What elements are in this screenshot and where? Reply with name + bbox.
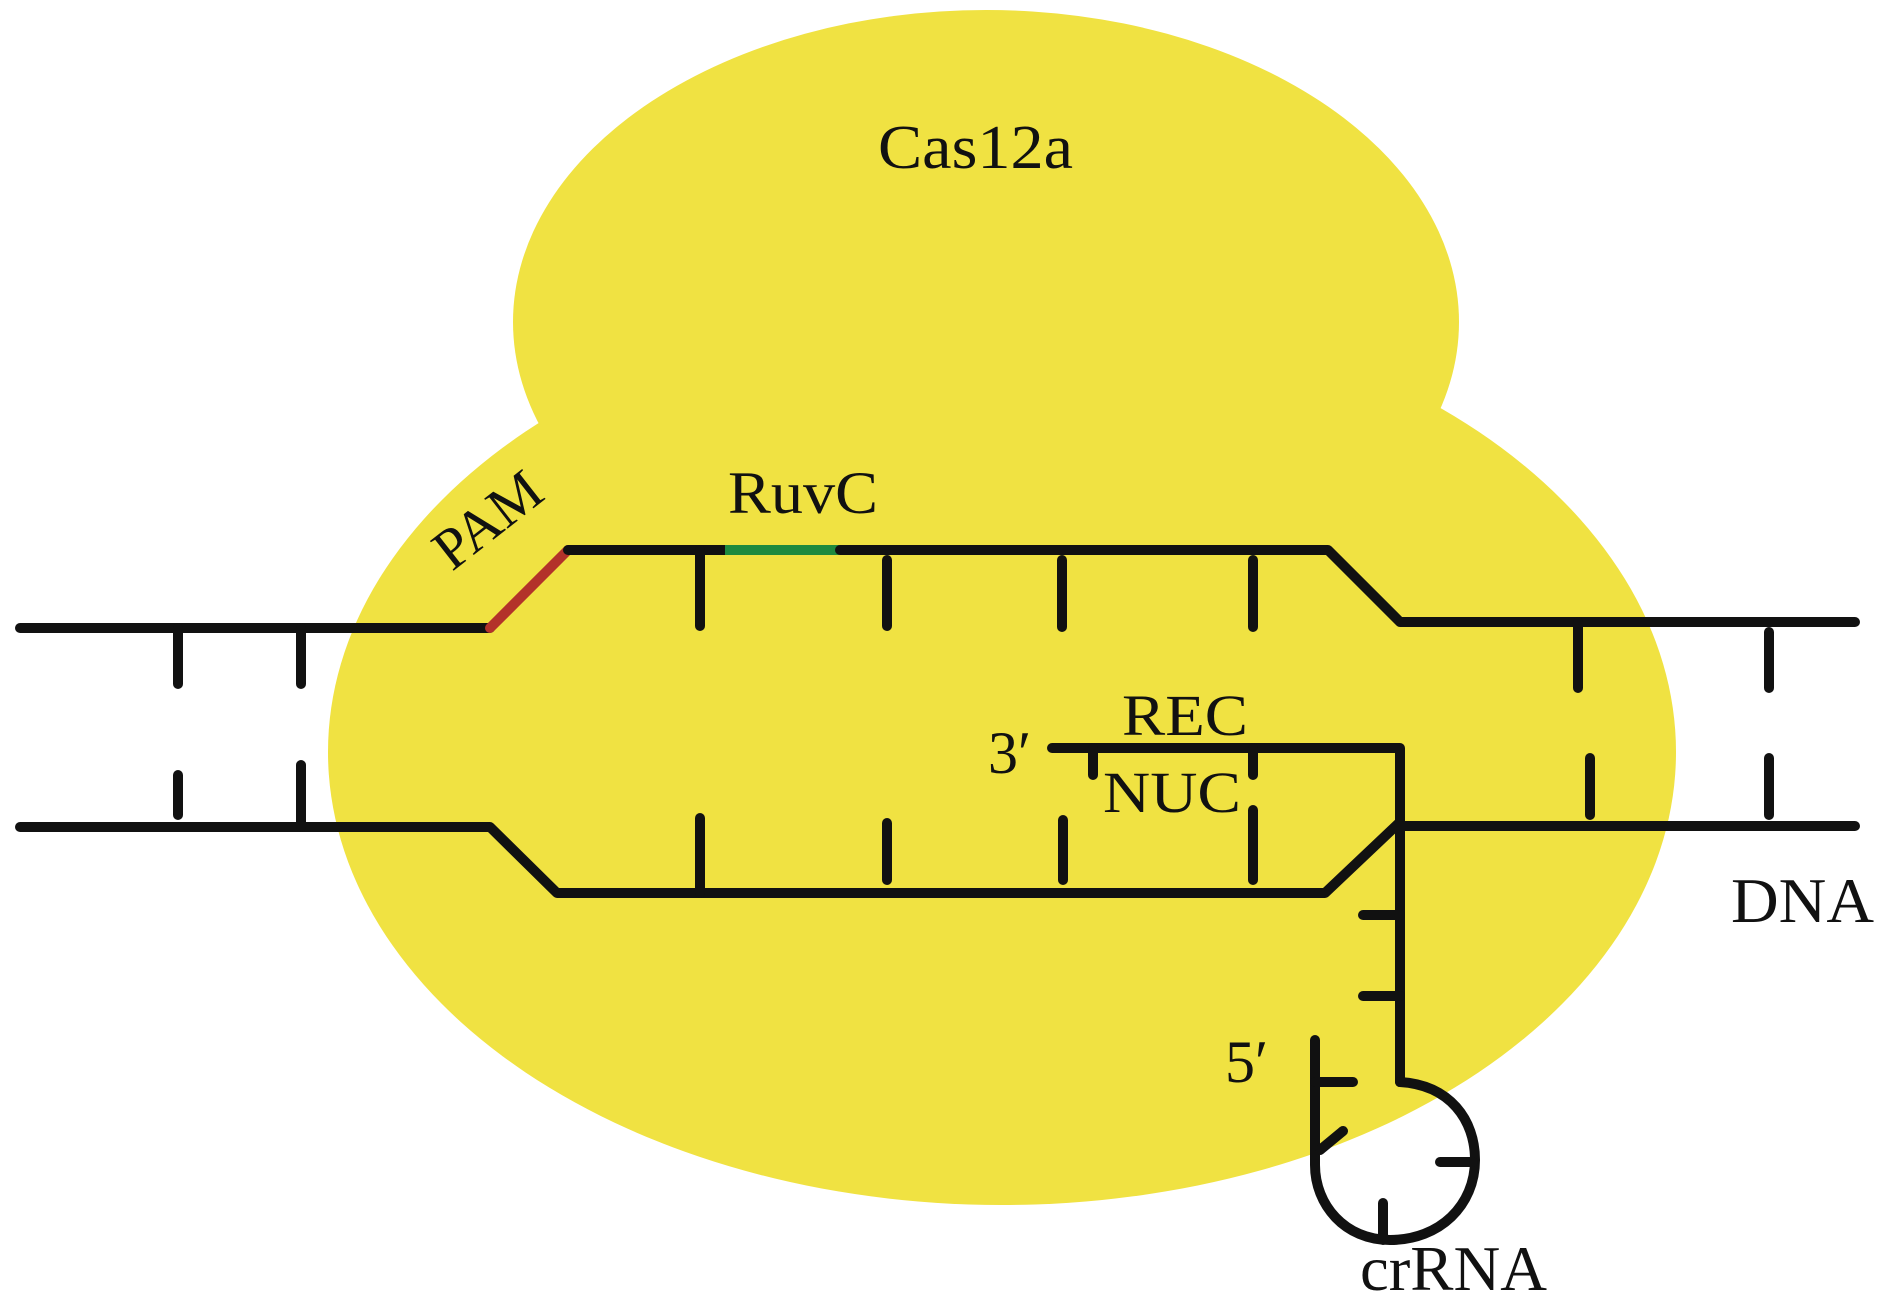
five-prime-label: 5′: [1225, 1029, 1268, 1095]
crrna-label: crRNA: [1360, 1233, 1547, 1304]
pam-segment: [485, 545, 573, 633]
crrna-spacer: [1047, 743, 1405, 1087]
nuc-label: NUC: [1103, 760, 1241, 825]
crrna-stem-loop: [1310, 1035, 1480, 1245]
rec-label: REC: [1122, 683, 1248, 748]
ruvc-label: RuvC: [728, 460, 878, 526]
cas12a-protein: [328, 10, 1676, 1205]
base-pair-ticks: [173, 545, 1774, 898]
top-strand-middle-b: [835, 545, 1860, 627]
protein-label: Cas12a: [878, 114, 1073, 182]
crrna: [1047, 743, 1480, 1245]
three-prime-label: 3′: [988, 720, 1031, 786]
protein-upper-lobe: [513, 10, 1459, 634]
crrna-tick: [1315, 1126, 1348, 1155]
dna-bottom-strand: [15, 817, 1860, 898]
dna-label: DNA: [1731, 865, 1874, 936]
bottom-strand-left: [15, 817, 1405, 898]
